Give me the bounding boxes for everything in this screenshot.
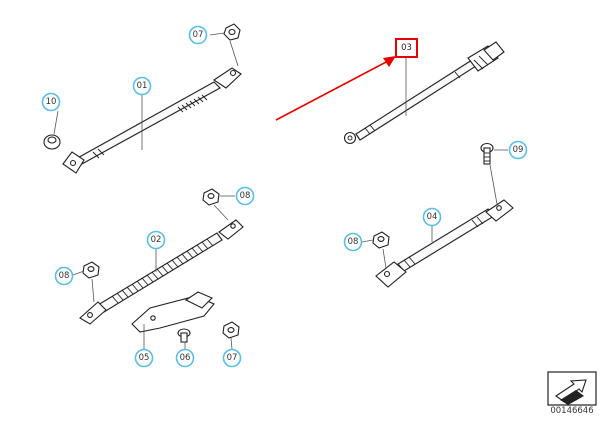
nut-07-top-part <box>223 23 241 41</box>
nut-08-right-part <box>372 231 390 249</box>
callout-01[interactable]: 01 <box>132 76 152 96</box>
callout-08-top[interactable]: 08 <box>235 186 255 206</box>
callout-01-label: 01 <box>137 81 148 91</box>
callout-02-label: 02 <box>151 235 162 245</box>
nut-08-left-part <box>82 261 100 279</box>
callout-07-top[interactable]: 07 <box>188 25 208 45</box>
callout-08-top-label: 08 <box>240 191 251 201</box>
callout-10[interactable]: 10 <box>41 92 61 112</box>
bolt-06-part <box>177 328 191 343</box>
callout-05[interactable]: 05 <box>134 348 154 368</box>
nut-07-lower-part <box>222 321 240 339</box>
callout-10-label: 10 <box>46 97 57 107</box>
callout-04-label: 04 <box>427 212 438 222</box>
diagram-reference-number: 00146646 <box>550 406 594 416</box>
callout-07-lower-label: 07 <box>227 353 238 363</box>
callout-04[interactable]: 04 <box>422 207 442 227</box>
part-02-cable <box>79 188 244 325</box>
callout-08-right-label: 08 <box>348 237 359 247</box>
nut-10-part <box>43 134 61 150</box>
callout-09-label: 09 <box>513 145 524 155</box>
next-page-arrow-icon[interactable] <box>547 371 597 406</box>
nut-08-top-part <box>202 188 220 206</box>
bolt-09-part <box>480 142 494 165</box>
highlight-arrow <box>275 56 396 121</box>
callout-06[interactable]: 06 <box>175 348 195 368</box>
part-03-cable <box>343 41 505 145</box>
callout-07-lower[interactable]: 07 <box>222 348 242 368</box>
callout-06-label: 06 <box>180 353 191 363</box>
callout-08-left[interactable]: 08 <box>54 266 74 286</box>
part-05-bracket <box>131 291 240 343</box>
callout-03-highlighted[interactable]: 03 <box>395 38 418 58</box>
callout-07-top-label: 07 <box>193 30 204 40</box>
callout-08-right[interactable]: 08 <box>343 232 363 252</box>
callout-05-label: 05 <box>139 353 150 363</box>
part-04-cable <box>372 142 514 288</box>
callout-08-left-label: 08 <box>59 271 70 281</box>
callout-09[interactable]: 09 <box>508 140 528 160</box>
callout-03-label: 03 <box>401 43 412 53</box>
callout-02[interactable]: 02 <box>146 230 166 250</box>
callout-leaders <box>53 32 508 350</box>
part-01-cable <box>43 23 242 174</box>
